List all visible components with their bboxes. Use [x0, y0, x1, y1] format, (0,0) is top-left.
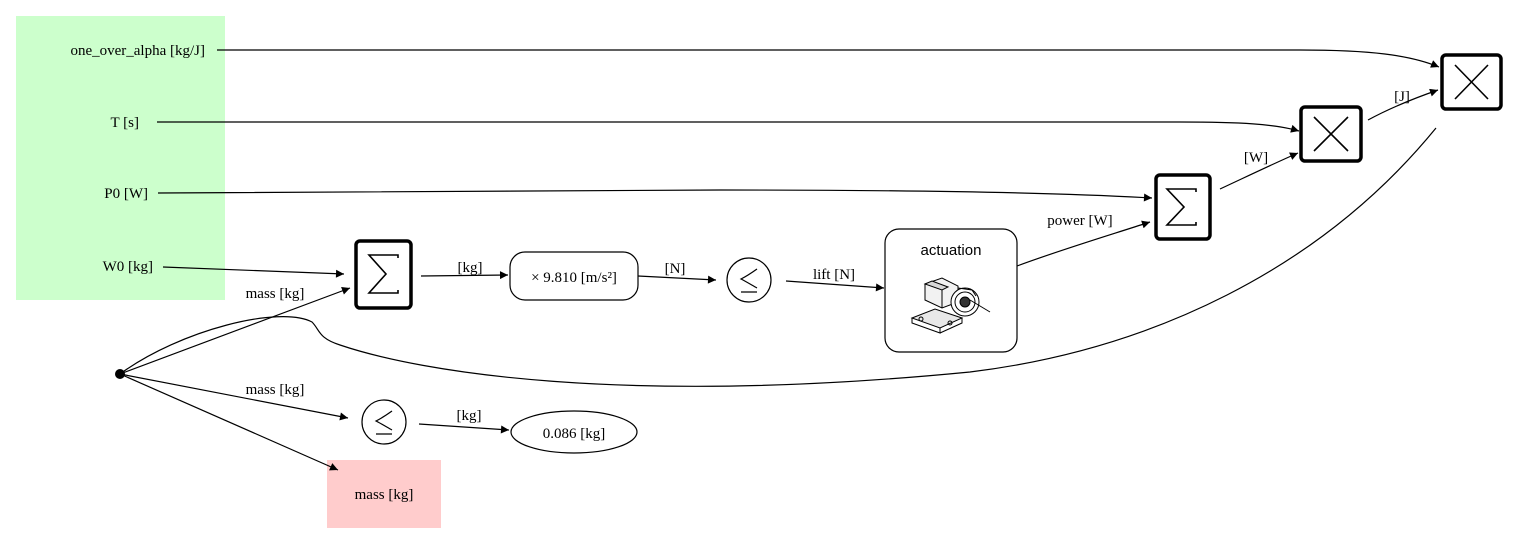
precedes-equal-icon: [739, 268, 758, 293]
edge-T-to-times-mid: [157, 121, 1300, 133]
input-P0[interactable]: P0 [W]: [104, 186, 148, 202]
edge-label-gravity-to-leq: [N]: [665, 261, 686, 277]
output-mass-box[interactable]: [327, 460, 441, 528]
input-T[interactable]: T [s]: [111, 115, 139, 131]
sigma-icon: [367, 254, 399, 294]
edge-label-mass-upper: mass [kg]: [246, 286, 305, 302]
edge-label-lift: lift [N]: [813, 267, 855, 283]
edge-sum-to-times-mid: [1219, 152, 1299, 190]
edge-label-power: power [W]: [1047, 213, 1112, 229]
leq-node-upper[interactable]: [726, 257, 772, 303]
actuation-title: actuation: [921, 242, 982, 259]
edge-gravity-to-leq: [637, 275, 717, 284]
edge-mass-to-output: [119, 373, 339, 471]
edge-actuation-to-sum-power: [1016, 220, 1151, 267]
constant-value: 0.086 [kg]: [543, 426, 606, 442]
leq-node-lower[interactable]: [361, 399, 407, 445]
edge-P0-to-sum-right: [157, 189, 1153, 202]
input-one-over-alpha[interactable]: one_over_alpha [kg/J]: [70, 43, 205, 59]
mass-source-point[interactable]: [115, 369, 125, 379]
times-node-mid[interactable]: [1299, 105, 1363, 163]
sum-node-right[interactable]: [1154, 173, 1212, 241]
actuation-node[interactable]: actuation: [884, 228, 1018, 353]
edge-times-mid-to-times-right: [1367, 88, 1439, 121]
edge-mass-to-leq-lower: [119, 373, 349, 421]
input-W0[interactable]: W0 [kg]: [103, 259, 153, 275]
edge-label-mass-lower: mass [kg]: [246, 382, 305, 398]
constant-node[interactable]: 0.086 [kg]: [510, 410, 638, 454]
edge-mass-to-sum-left: [119, 287, 351, 375]
edge-label-sum-to-times: [W]: [1244, 150, 1268, 166]
edge-label-sum-to-gravity: [kg]: [458, 260, 483, 276]
edge-one-over-alpha-to-times-right: [217, 49, 1440, 68]
inputs-cluster: [16, 16, 225, 300]
precedes-equal-icon: [374, 410, 393, 435]
multiply-icon: [1454, 64, 1489, 100]
multiply-icon: [1313, 116, 1349, 152]
edge-mass-loop-to-times-right: [119, 127, 1437, 387]
sum-node-left[interactable]: [354, 239, 413, 310]
sigma-icon: [1165, 188, 1197, 226]
gravity-multiplier-node[interactable]: × 9.810 [m/s²]: [509, 251, 639, 301]
edge-label-leq-to-constant: [kg]: [457, 408, 482, 424]
edge-sum-to-gravity: [420, 271, 509, 280]
gravity-multiplier-label: × 9.810 [m/s²]: [531, 270, 617, 286]
output-mass-label: mass [kg]: [355, 487, 414, 503]
edge-label-times-to-times: [J]: [1394, 89, 1410, 105]
edge-leq-to-actuation: [785, 280, 885, 292]
bearing-block-icon: [910, 277, 991, 334]
times-node-right[interactable]: [1440, 53, 1503, 111]
edge-leq-to-constant: [418, 423, 510, 434]
edge-W0-to-sum-left: [162, 266, 345, 278]
